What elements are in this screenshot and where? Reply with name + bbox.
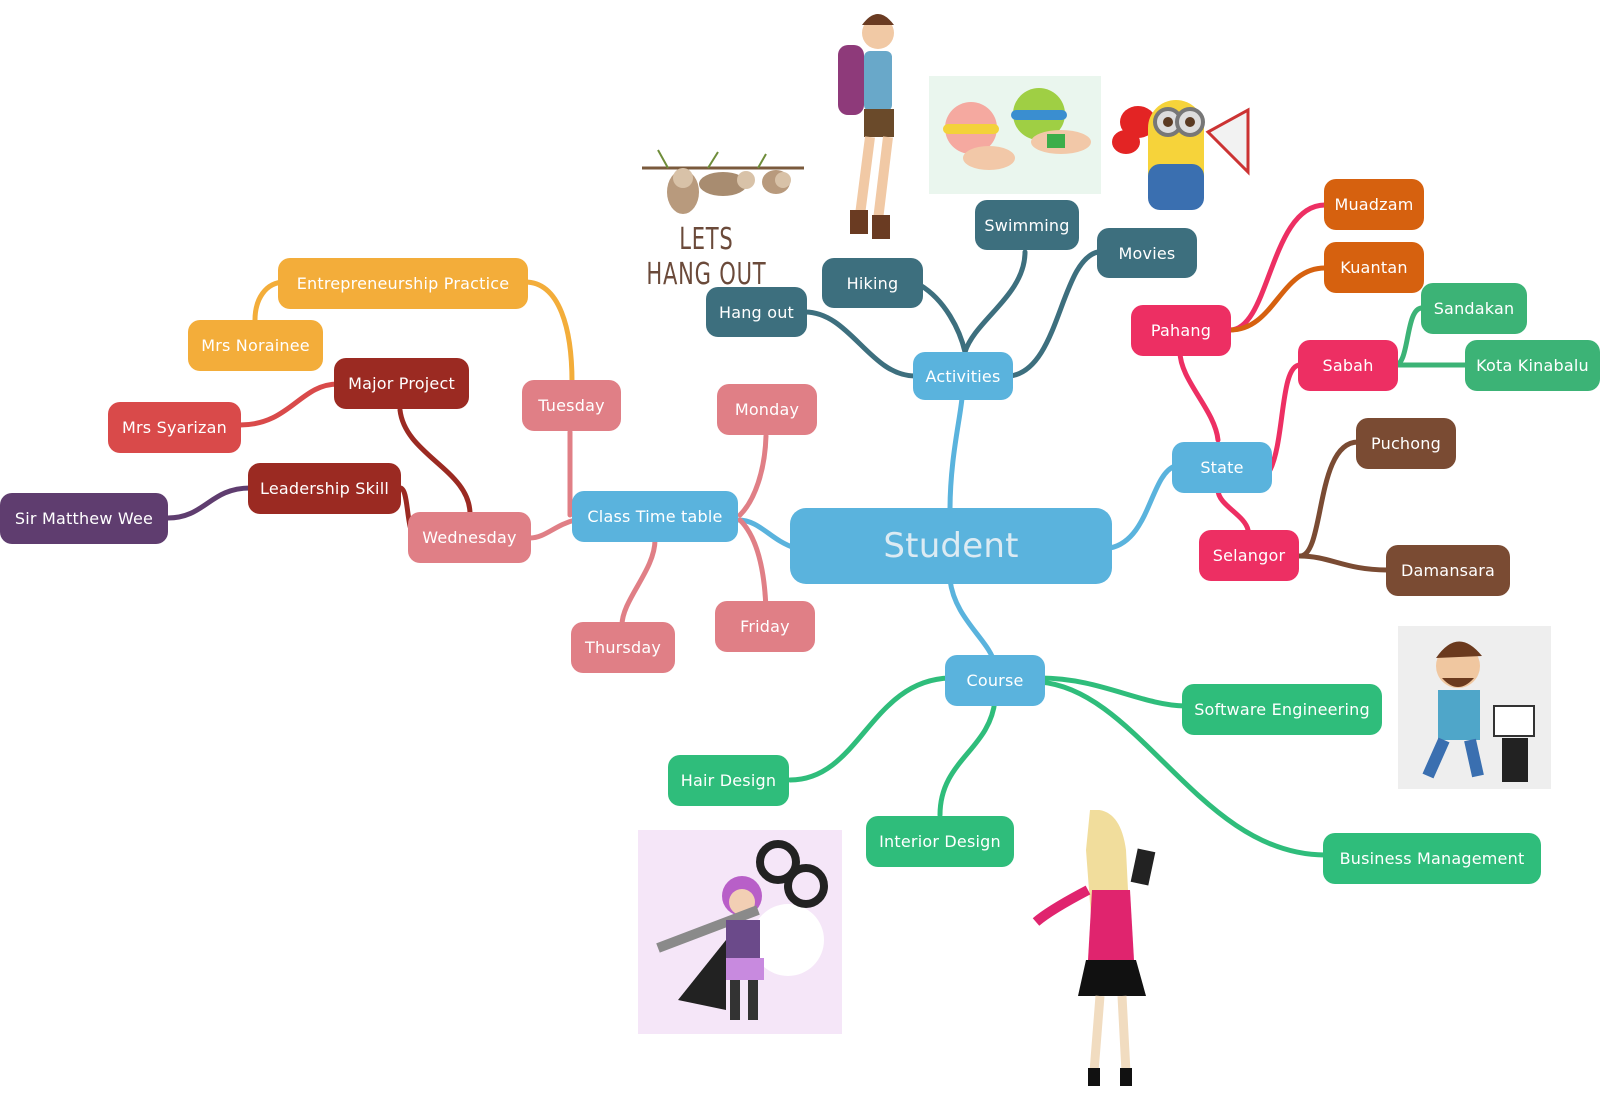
hairdresser-illustration — [638, 830, 842, 1034]
muadzam-node[interactable]: Muadzam — [1324, 179, 1424, 230]
swimmers-icon — [929, 76, 1101, 194]
sandakan-node[interactable]: Sandakan — [1421, 283, 1527, 334]
thursday-node[interactable]: Thursday — [571, 622, 675, 673]
hangout-caption: LETS HANG OUT — [646, 222, 767, 292]
programmer-icon — [1398, 626, 1551, 789]
leadership-skill-node[interactable]: Leadership Skill — [248, 463, 401, 514]
software-engineering-node[interactable]: Software Engineering — [1182, 684, 1382, 735]
hiker-girl-illustration — [830, 5, 910, 255]
puchong-node[interactable]: Puchong — [1356, 418, 1456, 469]
friday-node[interactable]: Friday — [715, 601, 815, 652]
selangor-node[interactable]: Selangor — [1199, 530, 1299, 581]
course-node[interactable]: Course — [945, 655, 1045, 706]
swimming-node[interactable]: Swimming — [975, 200, 1079, 250]
hiking-node[interactable]: Hiking — [822, 258, 923, 308]
sloth-illustration: LETS HANG OUT — [638, 130, 808, 292]
monday-node[interactable]: Monday — [717, 384, 817, 435]
root-node[interactable]: Student — [790, 508, 1112, 584]
tuesday-node[interactable]: Tuesday — [522, 380, 621, 431]
programmer-illustration — [1398, 626, 1551, 789]
designer-woman-illustration — [1030, 810, 1180, 1098]
minion-illustration — [1108, 82, 1263, 222]
sabah-node[interactable]: Sabah — [1298, 340, 1398, 391]
mrs-syarizan-node[interactable]: Mrs Syarizan — [108, 402, 241, 453]
damansara-node[interactable]: Damansara — [1386, 545, 1510, 596]
kota-kinabalu-node[interactable]: Kota Kinabalu — [1465, 340, 1600, 391]
movies-node[interactable]: Movies — [1097, 228, 1197, 278]
wednesday-node[interactable]: Wednesday — [408, 512, 531, 563]
class-timetable-node[interactable]: Class Time table — [572, 491, 738, 542]
hang-out-node[interactable]: Hang out — [706, 287, 807, 337]
mrs-norainee-node[interactable]: Mrs Norainee — [188, 320, 323, 371]
hiker-icon — [838, 14, 894, 239]
sir-matthew-wee-node[interactable]: Sir Matthew Wee — [0, 493, 168, 544]
state-node[interactable]: State — [1172, 442, 1272, 493]
major-project-node[interactable]: Major Project — [334, 358, 469, 409]
hairdresser-icon — [638, 830, 842, 1034]
interior-design-node[interactable]: Interior Design — [866, 816, 1014, 867]
kuantan-node[interactable]: Kuantan — [1324, 242, 1424, 293]
entrepreneurship-node[interactable]: Entrepreneurship Practice — [278, 258, 528, 309]
sloth-icon — [642, 149, 804, 214]
business-management-node[interactable]: Business Management — [1323, 833, 1541, 884]
pahang-node[interactable]: Pahang — [1131, 305, 1231, 356]
designer-icon — [1032, 810, 1156, 1086]
minion-icon — [1112, 100, 1250, 210]
swimmers-illustration — [929, 76, 1101, 194]
activities-node[interactable]: Activities — [913, 352, 1013, 400]
hair-design-node[interactable]: Hair Design — [668, 755, 789, 806]
